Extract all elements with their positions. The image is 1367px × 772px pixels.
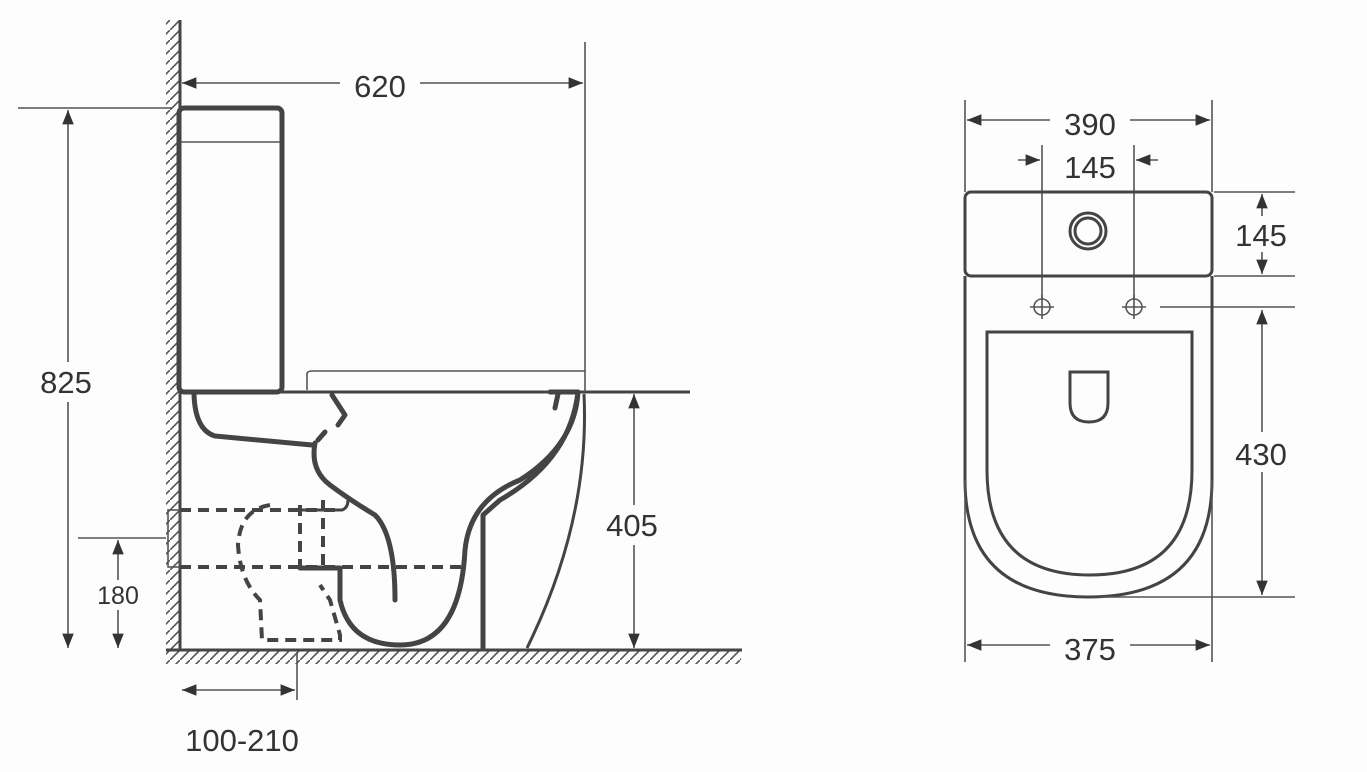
inlet-pipe-stub	[167, 509, 181, 568]
fixing-bolt-icon	[1122, 295, 1146, 319]
toilet-seat	[306, 370, 585, 390]
fixing-bolt-icon	[1030, 295, 1054, 319]
side-view: 620 825 405 180 100-210	[18, 20, 742, 758]
seat-outline	[985, 330, 1194, 577]
bowl-opening	[1068, 370, 1110, 424]
floor-hatch	[166, 650, 741, 664]
dimension-outlet-distance: 100-210	[185, 723, 299, 758]
dimension-bowl-width: 375	[1064, 632, 1116, 667]
dimension-inlet-height: 180	[97, 582, 139, 610]
dimension-tank-depth: 145	[1235, 218, 1287, 253]
dimension-total-height: 825	[40, 365, 92, 400]
cistern-top	[963, 190, 1214, 278]
flush-button-icon	[1068, 211, 1108, 251]
dimension-bowl-length: 430	[1235, 437, 1287, 472]
cistern-tank	[176, 105, 285, 395]
dimension-width: 390	[1064, 107, 1116, 142]
concealed-pipework	[180, 500, 465, 642]
bowl-profile	[191, 389, 581, 651]
dimension-depth: 620	[354, 69, 406, 104]
dimension-seat-height: 405	[606, 508, 658, 543]
bowl-outline	[963, 276, 1214, 599]
dimension-bolt-spacing: 145	[1064, 150, 1116, 185]
top-view: 390 145 145 430 375	[963, 100, 1300, 668]
bowl-outer-profile	[525, 393, 586, 649]
trap-outlet	[300, 499, 350, 512]
